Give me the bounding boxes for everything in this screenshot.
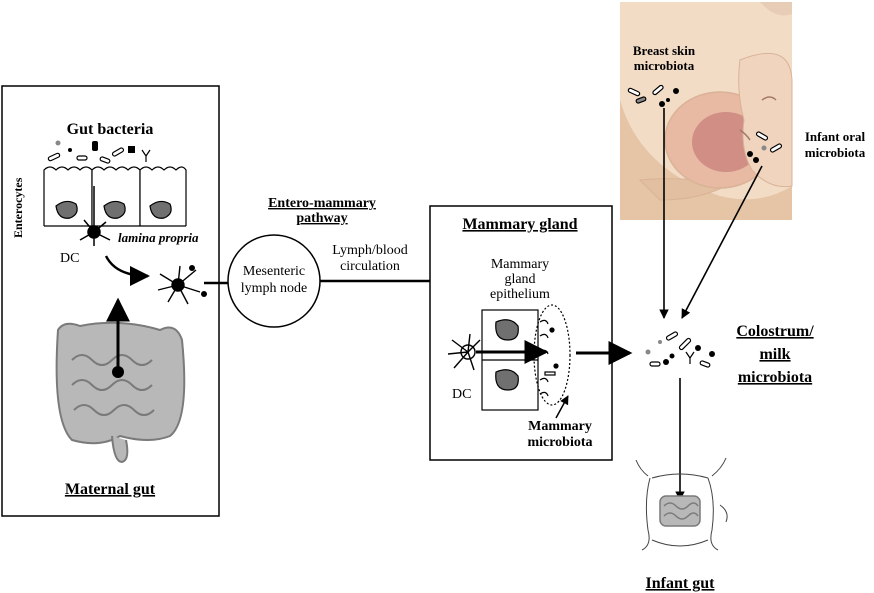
breastfeeding-illustration: Breast skin microbiota Infant oral micro… xyxy=(620,2,866,319)
breast-skin-line1: Breast skin xyxy=(633,43,696,58)
maternal-gut-title: Maternal gut xyxy=(65,481,156,498)
milk-bacteria-icon xyxy=(645,331,715,368)
milk-label-line3: microbiota xyxy=(738,369,812,386)
lamina-propria-label: lamina propria xyxy=(118,230,199,245)
enterocytes-icon xyxy=(43,166,187,227)
migrating-dc-icon xyxy=(157,265,207,305)
epithelium-label-line2: gland xyxy=(504,272,535,287)
lymph-label-line1: Lymph/blood xyxy=(332,243,407,258)
mammary-microbiota-line1: Mammary xyxy=(528,419,592,434)
infant-oral-line1: Infant oral xyxy=(805,129,866,144)
breast-skin-line2: microbiota xyxy=(634,58,695,73)
milk-microbiota-section: Colostrum/ milk microbiota xyxy=(645,323,814,501)
infant-oral-line2: microbiota xyxy=(805,145,866,160)
maternal-gut-panel: Gut bacteria Enterocytes xyxy=(1,85,220,517)
node-label-line1: Mesenteric xyxy=(243,264,305,279)
infant-gut-section: Infant gut xyxy=(635,457,728,592)
pathway-title-line1: Entero-mammary xyxy=(268,196,376,211)
gut-bacteria-heading: Gut bacteria xyxy=(67,121,154,138)
node-label-line2: lymph node xyxy=(241,281,308,296)
dc-label-gut: DC xyxy=(60,251,79,266)
infant-body-icon xyxy=(635,457,728,551)
mammary-dc-icon xyxy=(447,333,481,371)
maternal-intestine-icon xyxy=(55,321,186,464)
epithelium-label-line3: epithelium xyxy=(490,287,550,302)
lymph-label-line2: circulation xyxy=(340,259,400,274)
infant-oral-bacteria-icon xyxy=(747,131,783,163)
mammary-microbiota-line2: microbiota xyxy=(527,435,592,450)
mammary-gland-panel: Mammary gland Mammary gland epithelium xyxy=(429,205,633,461)
oral-to-milk-arrow xyxy=(681,165,763,319)
milk-label-line1: Colostrum/ xyxy=(736,323,814,340)
gut-bacteria-icon xyxy=(47,140,151,164)
enterocytes-label: Enterocytes xyxy=(11,177,25,238)
infant-intestine-icon xyxy=(659,495,701,527)
milk-label-line2: milk xyxy=(759,346,790,363)
breast-skin-bacteria-icon xyxy=(627,84,679,107)
pathway-section: Entero-mammary pathway Mesenteric lymph … xyxy=(204,196,454,328)
dc-label-mammary: DC xyxy=(452,387,471,402)
mammary-microbiota-pointer xyxy=(555,395,569,419)
dc-migration-arrow xyxy=(104,255,150,286)
infant-gut-title: Infant gut xyxy=(646,575,716,592)
pathway-title-line2: pathway xyxy=(296,211,347,226)
dendritic-cell-icon xyxy=(79,186,111,246)
mammary-gland-title: Mammary gland xyxy=(462,216,577,233)
epithelium-label-line1: Mammary xyxy=(491,257,549,272)
